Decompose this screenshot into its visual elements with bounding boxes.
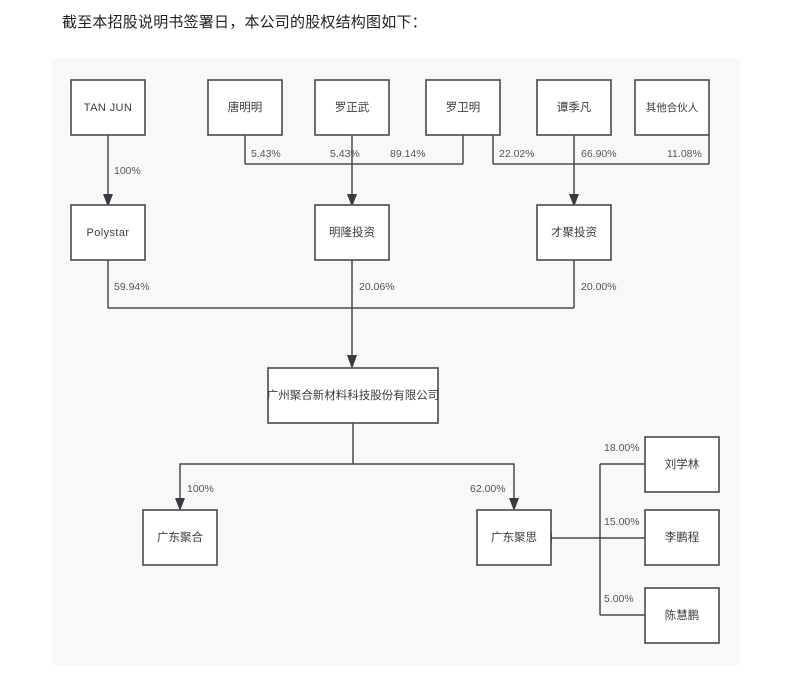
edge-arrow-company (347, 355, 357, 369)
edge-arrow-caiju (569, 194, 579, 207)
page-intro-text: 截至本招股说明书签署日，本公司的股权结构图如下： (62, 14, 427, 31)
node-label-liuxuelin: 刘学林 (665, 457, 700, 471)
node-main-company[interactable]: 广州聚合新材料科技股份有限公司 (267, 367, 440, 424)
edge-group (103, 135, 710, 616)
edge-label-caiju-company: 20.00% (581, 281, 617, 293)
node-label-tan-jun: TAN JUN (84, 102, 132, 114)
node-label-polystar: Polystar (87, 227, 130, 239)
node-tan-jun[interactable]: TAN JUN (70, 79, 146, 136)
node-box-luoweiming[interactable] (425, 79, 501, 136)
edge-arrow-tanjun-polystar (103, 194, 113, 207)
node-label-chenhuipeng: 陈慧鹏 (665, 608, 700, 622)
edge-arrow-gdjuhe (175, 498, 185, 511)
edge-label-tanjun-polystar: 100% (114, 165, 141, 177)
edge-label-liuxl-gdjusi: 18.00% (604, 442, 640, 454)
edge-label-others-caiju: 11.08% (667, 148, 702, 160)
node-box-lipengcheng[interactable] (644, 509, 720, 566)
node-box-tangmingming[interactable] (207, 79, 283, 136)
node-group: TAN JUN 唐明明 罗正武 罗卫明 谭季凡 (70, 79, 720, 644)
edge-arrow-gdjusi (509, 498, 519, 511)
node-luozhengwu[interactable]: 罗正武 (314, 79, 390, 136)
edge-label-group: 100% 5.43% 5.43% 89.14% 22.02% 66.90% 11… (114, 148, 702, 605)
node-box-tan-jun[interactable] (70, 79, 146, 136)
node-box-main-company[interactable] (267, 367, 439, 424)
node-guangdong-jusi[interactable]: 广东聚思 (476, 509, 552, 566)
node-guangdong-juhe[interactable]: 广东聚合 (142, 509, 218, 566)
node-box-liuxuelin[interactable] (644, 436, 720, 493)
edge-label-luozw-minglong: 5.43% (330, 148, 360, 160)
node-other-partners[interactable]: 其他合伙人 (634, 79, 710, 136)
edge-label-company-gdjusi: 62.00% (470, 483, 506, 495)
edge-label-chenhp-gdjusi: 5.00% (604, 593, 634, 605)
node-minglong-investment[interactable]: 明隆投资 (314, 204, 390, 261)
node-label-guangdong-juhe: 广东聚合 (157, 530, 203, 544)
node-label-other-partners: 其他合伙人 (646, 101, 699, 114)
edge-label-tangmm-minglong: 5.43% (251, 148, 281, 160)
edge-company-split (179, 423, 354, 502)
node-box-minglong-investment[interactable] (314, 204, 390, 261)
edge-label-tanjf-caiju: 66.90% (581, 148, 617, 160)
node-caiju-investment[interactable]: 才聚投资 (536, 204, 612, 261)
node-label-luozhengwu: 罗正武 (335, 101, 370, 114)
edge-label-luowm-minglong: 89.14% (390, 148, 426, 160)
node-label-lipengcheng: 李鹏程 (665, 530, 700, 544)
node-label-luoweiming: 罗卫明 (446, 101, 481, 114)
node-box-caiju-investment[interactable] (536, 204, 612, 261)
node-luoweiming[interactable]: 罗卫明 (425, 79, 501, 136)
node-liuxuelin[interactable]: 刘学林 (644, 436, 720, 493)
node-label-guangdong-jusi: 广东聚思 (491, 531, 537, 544)
node-label-main-company: 广州聚合新材料科技股份有限公司 (267, 388, 440, 402)
node-polystar[interactable]: Polystar (70, 204, 146, 261)
edge-label-luowm-caiju: 22.02% (499, 148, 535, 160)
node-box-polystar[interactable] (70, 204, 146, 261)
edge-company-gdjusi (353, 463, 515, 502)
node-tanjifan[interactable]: 谭季凡 (536, 79, 612, 136)
edge-label-polystar-company: 59.94% (114, 281, 150, 293)
node-label-minglong-investment: 明隆投资 (329, 225, 375, 239)
edge-label-company-gdjuhe: 100% (187, 483, 214, 495)
equity-structure-chart: 100% 5.43% 5.43% 89.14% 22.02% 66.90% 11… (52, 58, 740, 665)
edge-label-lipc-gdjusi: 15.00% (604, 516, 640, 528)
node-label-tanjifan: 谭季凡 (557, 101, 592, 114)
node-box-chenhuipeng[interactable] (644, 587, 720, 644)
node-box-tanjifan[interactable] (536, 79, 612, 136)
edge-label-minglong-company: 20.06% (359, 281, 395, 293)
node-box-guangdong-jusi[interactable] (476, 509, 552, 566)
node-tangmingming[interactable]: 唐明明 (207, 79, 283, 136)
node-label-tangmingming: 唐明明 (228, 100, 263, 114)
edge-arrow-minglong (347, 194, 357, 207)
org-chart-svg: 100% 5.43% 5.43% 89.14% 22.02% 66.90% 11… (70, 79, 720, 644)
node-box-guangdong-juhe[interactable] (142, 509, 218, 566)
node-box-luozhengwu[interactable] (314, 79, 390, 136)
node-chenhuipeng[interactable]: 陈慧鹏 (644, 587, 720, 644)
node-label-caiju-investment: 才聚投资 (551, 225, 597, 239)
node-lipengcheng[interactable]: 李鹏程 (644, 509, 720, 566)
node-box-other-partners[interactable] (634, 79, 710, 136)
